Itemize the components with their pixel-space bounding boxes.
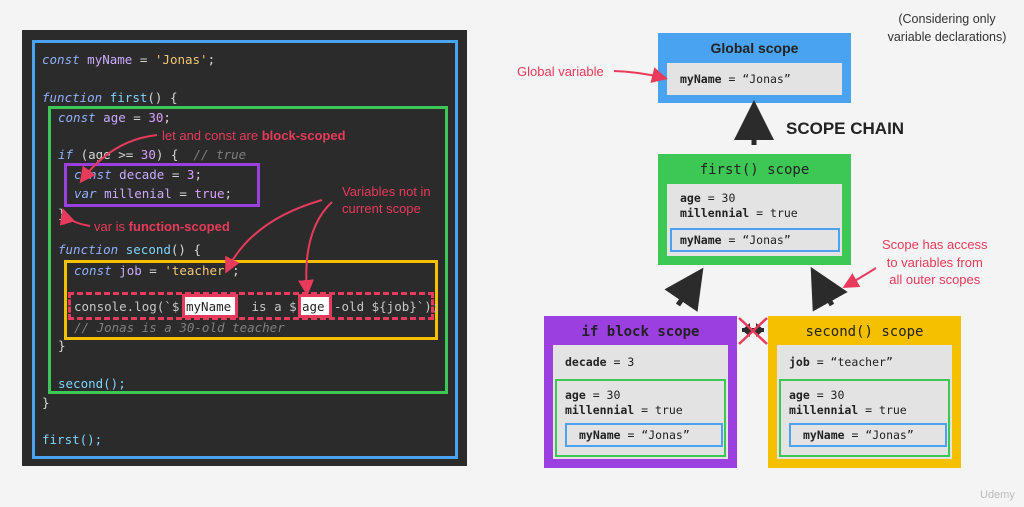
code-line-8: function second() { [58,242,202,257]
second-scope-title: second() scope [805,324,924,340]
second-inherited-global: myName = “Jonas” [789,423,947,447]
code-line-2: function first() { [42,90,178,105]
global-scope-title: Global scope [710,40,799,56]
not-in-scope-annotation: Variables not in current scope [342,184,431,216]
first-inherited-global: myName = “Jonas” [670,228,840,252]
if-block-scope-vars: decade = 3 age = 30 millennial = true my… [553,345,728,459]
udemy-watermark: Udemy [980,489,1015,501]
note-text: (Considering only variable declarations) [887,12,1007,44]
code-line-14: } [42,395,50,410]
code-line-1: const myName = 'Jonas'; [42,52,216,67]
code-line-15: first(); [42,432,103,447]
block-scoped-annotation: let and const are block-scoped [162,128,346,143]
code-line-6: var millenial = true; [74,186,233,201]
first-scope-vars: age = 30 millennial = true myName = “Jon… [667,184,842,256]
myname-highlight [182,294,238,318]
code-line-13: second(); [58,376,126,391]
function-scoped-annotation: var is function-scoped [94,219,230,234]
if-inherited-global: myName = “Jonas” [565,423,723,447]
code-myname-token: myName [186,299,232,314]
global-scope-vars: myName = “Jonas” [667,63,842,95]
code-line-3: const age = 30; [58,110,171,125]
if-block-frame [64,163,260,207]
code-line-10: console.log(`$ [74,299,180,314]
scope-chain-label: SCOPE CHAIN [786,119,905,138]
arrow-second-to-first [810,266,848,312]
first-scope-frame [48,106,448,394]
outer-access-annotation: Scope has access to variables from all o… [882,237,988,287]
second-scope-frame [64,260,438,340]
code-age-token: age [302,299,325,314]
second-inherited-first: age = 30 millennial = true myName = “Jon… [779,379,950,457]
if-block-scope-title: if block scope [581,324,700,340]
if-inherited-first: age = 30 millennial = true myName = “Jon… [555,379,726,457]
code-line-9: const job = 'teacher'; [74,263,240,278]
code-line-12: } [58,338,66,353]
second-scope-vars: job = “teacher” age = 30 millennial = tr… [777,345,952,459]
first-scope-title: first() scope [699,162,810,178]
age-highlight [298,294,332,318]
code-line-10-mid: is a $ [244,299,297,314]
global-variable-annotation: Global variable [517,64,604,79]
console-line-highlight [68,292,434,320]
blocked-cross-icon [738,317,768,345]
code-line-10-end: -old ${job}`); [334,299,440,314]
code-editor-panel: const myName = 'Jonas'; function first()… [22,30,467,466]
arrow-if-to-first [664,267,704,312]
code-annotation-arrows [59,134,333,296]
global-scope-frame [32,40,458,459]
code-line-11: // Jonas is a 30-old teacher [74,320,285,335]
